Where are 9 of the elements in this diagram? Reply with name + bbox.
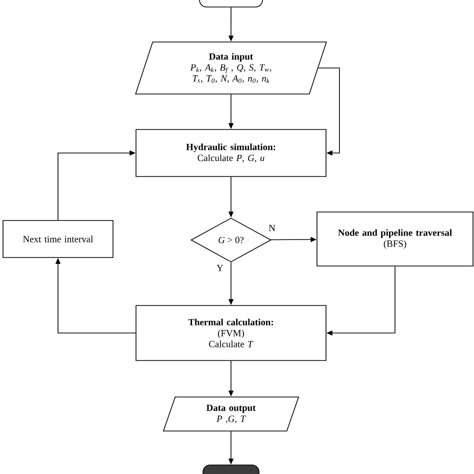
data-input-parallelogram: Data input P$_{k}$, A$_{k}$, B$_{f}$ , Q, S, T$_{w}$, T$_{s}$, T$_{0}$, N, A$_{0}$, n$_{0}$, n$_{k}$ [135,42,327,94]
process-box: Next time interval [2,220,114,258]
process-box: Hydraulic simulation: Calculate P, G, u [136,129,326,177]
process-box: Thermal calculation: (FVM) Calculate T [136,305,326,361]
process-box: Node and pipeline traversal (BFS) [316,212,474,266]
arrow [318,68,340,156]
edge-label: Y [216,264,224,272]
end-terminal [202,464,260,474]
start-terminal [199,0,263,8]
